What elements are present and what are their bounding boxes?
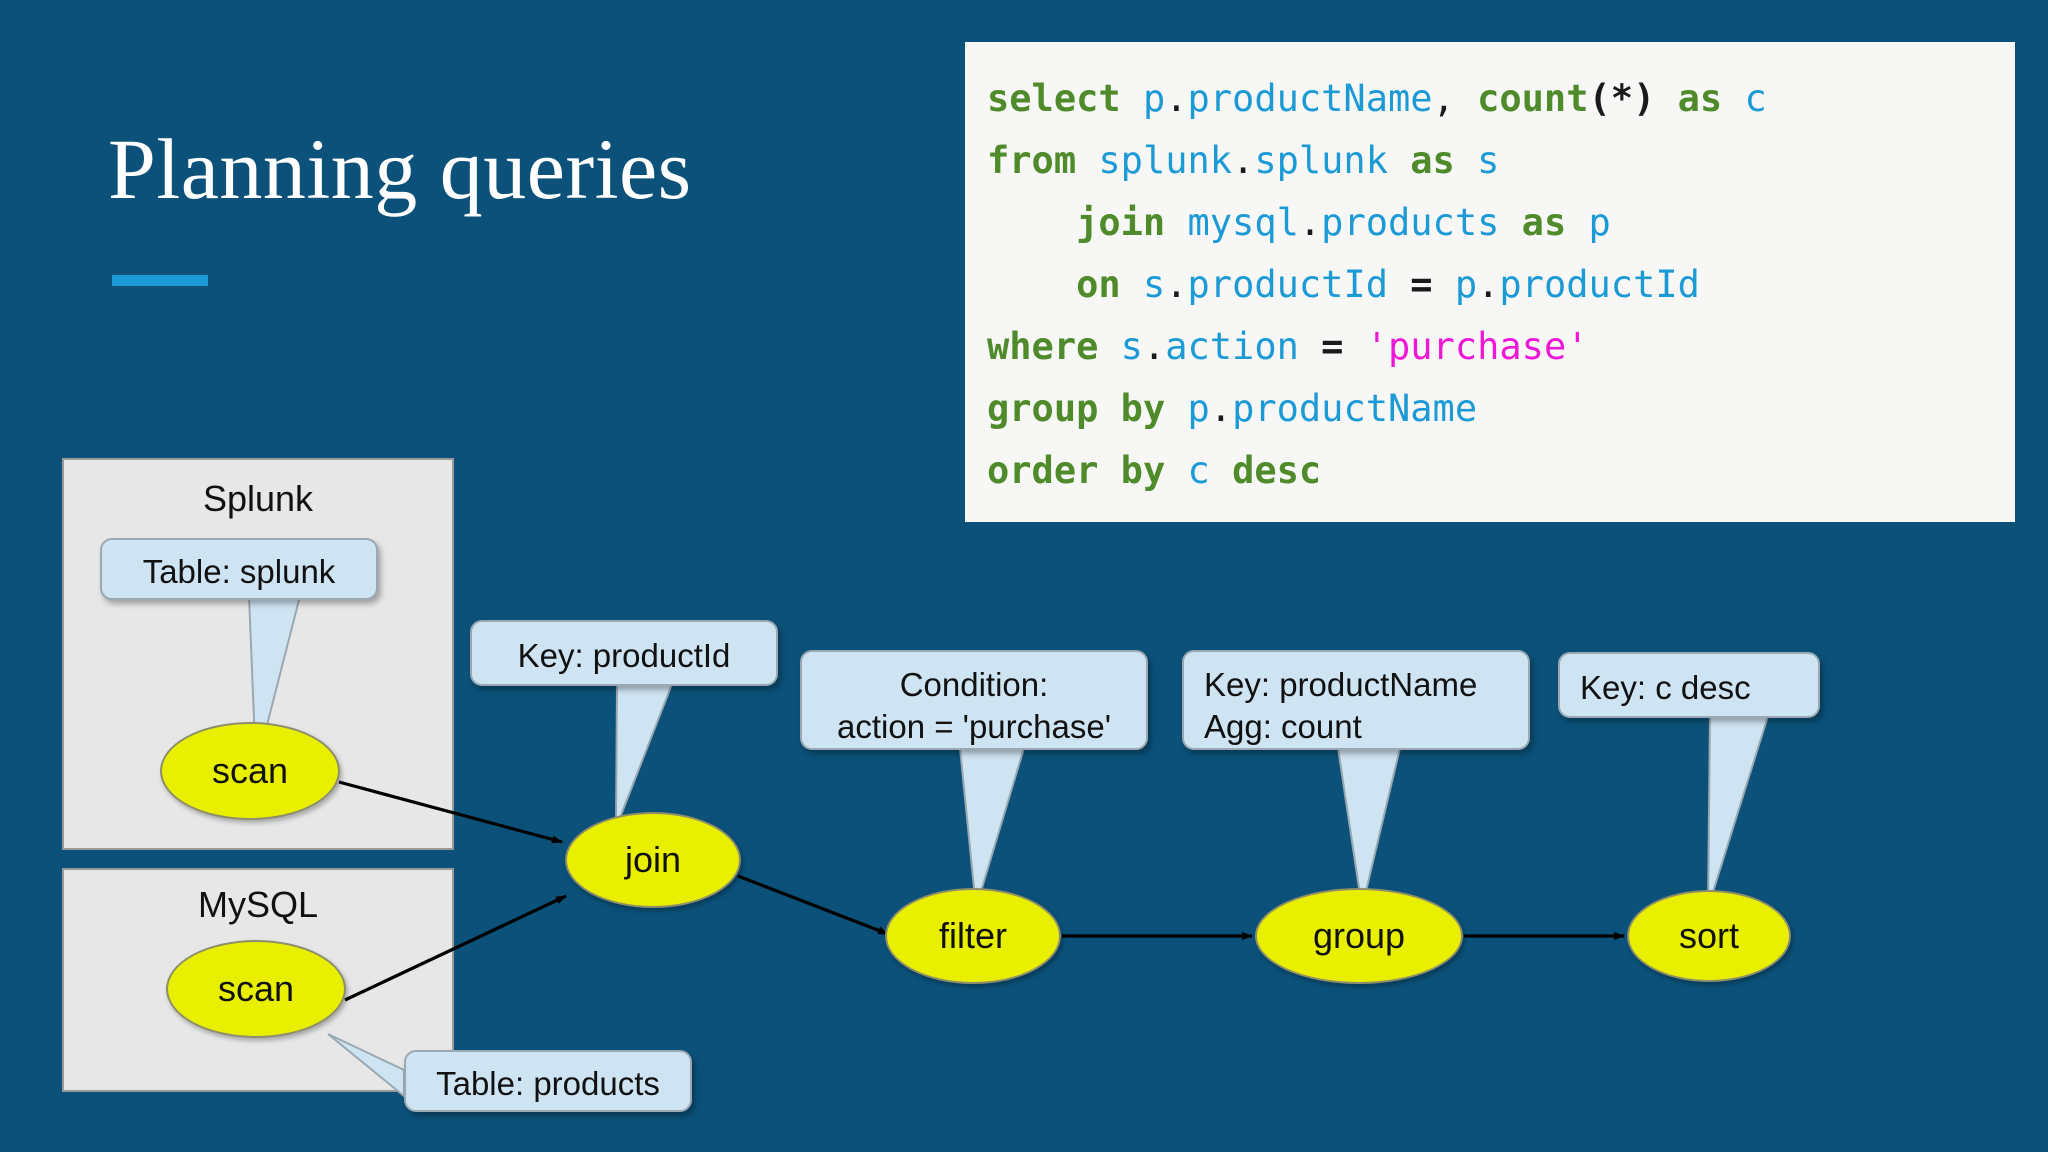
sql-identifier: p	[1454, 263, 1478, 306]
sql-string: 'purchase'	[1365, 325, 1589, 368]
sql-space	[1722, 77, 1744, 120]
callout-key-productid: Key: productId	[470, 620, 778, 686]
sql-identifier: productName	[1187, 77, 1433, 120]
sql-identifier: s	[1477, 139, 1500, 182]
plan-node-group[interactable]: group	[1255, 888, 1463, 984]
sql-keyword: from	[987, 139, 1077, 182]
callout-group-line2: Agg: count	[1204, 708, 1362, 746]
title-accent-rule	[112, 275, 208, 286]
plan-node-scan-mysql[interactable]: scan	[166, 940, 346, 1038]
sql-keyword: select	[987, 77, 1121, 120]
sql-operator: =	[1321, 325, 1344, 368]
callout-condition: Condition: action = 'purchase'	[800, 650, 1148, 750]
callout-tail-condition	[958, 747, 1026, 909]
mysql-container-label: MySQL	[197, 884, 319, 925]
sql-space	[1388, 263, 1410, 306]
sql-punct: (*)	[1588, 77, 1656, 120]
plan-node-scan-splunk[interactable]: scan	[160, 722, 340, 820]
sql-space	[1121, 263, 1143, 306]
callout-group-detail: Key: productName Agg: count	[1182, 650, 1530, 750]
sql-keyword: by	[1120, 449, 1166, 492]
sql-space	[1433, 263, 1455, 306]
sql-identifier: products	[1321, 201, 1500, 244]
sql-keyword: by	[1120, 387, 1166, 430]
sql-keyword: count	[1477, 77, 1589, 120]
sql-identifier: c	[1744, 77, 1767, 120]
edge-join-to-filter	[737, 874, 889, 936]
sql-space	[1499, 201, 1521, 244]
sql-space	[1455, 77, 1477, 120]
sql-identifier: s	[1142, 263, 1166, 306]
sql-space	[1566, 201, 1588, 244]
callout-table-splunk: Table: splunk	[100, 538, 378, 600]
sql-space	[1121, 77, 1143, 120]
callout-tail-key-cdesc	[1707, 715, 1770, 909]
callout-tail-group	[1336, 747, 1402, 909]
sql-code-panel: select p.productName, count(*) as c from…	[965, 42, 2015, 522]
sql-space	[1655, 77, 1677, 120]
sql-identifier: c	[1187, 449, 1210, 492]
sql-dot: .	[1298, 201, 1322, 244]
sql-keyword: join	[1076, 201, 1166, 244]
sql-operator: =	[1410, 263, 1433, 306]
callout-tail-key-productid	[615, 683, 674, 829]
sql-dot: .	[1165, 263, 1188, 306]
plan-node-filter[interactable]: filter	[885, 888, 1061, 984]
sql-keyword: as	[1521, 201, 1567, 244]
plan-node-sort[interactable]: sort	[1627, 890, 1791, 982]
callout-table-products: Table: products	[404, 1050, 692, 1112]
sql-punct: ,	[1432, 77, 1455, 120]
callout-condition-line2: action = 'purchase'	[836, 708, 1112, 746]
sql-identifier: s	[1120, 325, 1143, 368]
sql-keyword: order	[987, 449, 1099, 492]
sql-space	[1388, 139, 1410, 182]
sql-identifier: p	[1142, 77, 1166, 120]
sql-space	[1098, 449, 1120, 492]
sql-dot: .	[1232, 139, 1255, 182]
callout-condition-line1: Condition:	[899, 666, 1049, 703]
sql-keyword: group	[987, 387, 1099, 430]
sql-space	[1076, 139, 1098, 182]
sql-dot: .	[1477, 263, 1500, 306]
sql-identifier: productId	[1499, 263, 1700, 306]
sql-identifier: action	[1165, 325, 1299, 368]
sql-keyword: as	[1410, 139, 1455, 182]
sql-identifier: splunk	[1254, 139, 1388, 182]
sql-identifier: p	[1588, 201, 1611, 244]
sql-keyword: as	[1677, 77, 1723, 120]
sql-space	[1299, 325, 1321, 368]
sql-space	[1098, 325, 1120, 368]
plan-node-join[interactable]: join	[565, 812, 741, 908]
sql-dot: .	[1209, 387, 1233, 430]
callout-group-line1: Key: productName	[1204, 666, 1478, 703]
sql-identifier: splunk	[1098, 139, 1233, 182]
sql-space	[1455, 139, 1477, 182]
sql-space	[1165, 449, 1187, 492]
sql-space	[1098, 387, 1120, 430]
sql-space	[1165, 201, 1187, 244]
page-title: Planning queries	[108, 121, 692, 217]
splunk-container-label: Splunk	[202, 478, 314, 519]
sql-identifier: productName	[1232, 387, 1478, 430]
callout-key-cdesc: Key: c desc	[1558, 652, 1820, 718]
sql-dot: .	[1165, 77, 1188, 120]
sql-identifier: p	[1187, 387, 1210, 430]
sql-identifier: productId	[1187, 263, 1388, 306]
sql-dot: .	[1142, 325, 1166, 368]
sql-keyword: where	[987, 325, 1099, 368]
sql-keyword: on	[1076, 263, 1121, 306]
sql-space	[1210, 449, 1232, 492]
sql-keyword: desc	[1232, 449, 1322, 492]
sql-identifier: mysql	[1187, 201, 1299, 244]
sql-space	[1165, 387, 1187, 430]
sql-space	[1343, 325, 1365, 368]
